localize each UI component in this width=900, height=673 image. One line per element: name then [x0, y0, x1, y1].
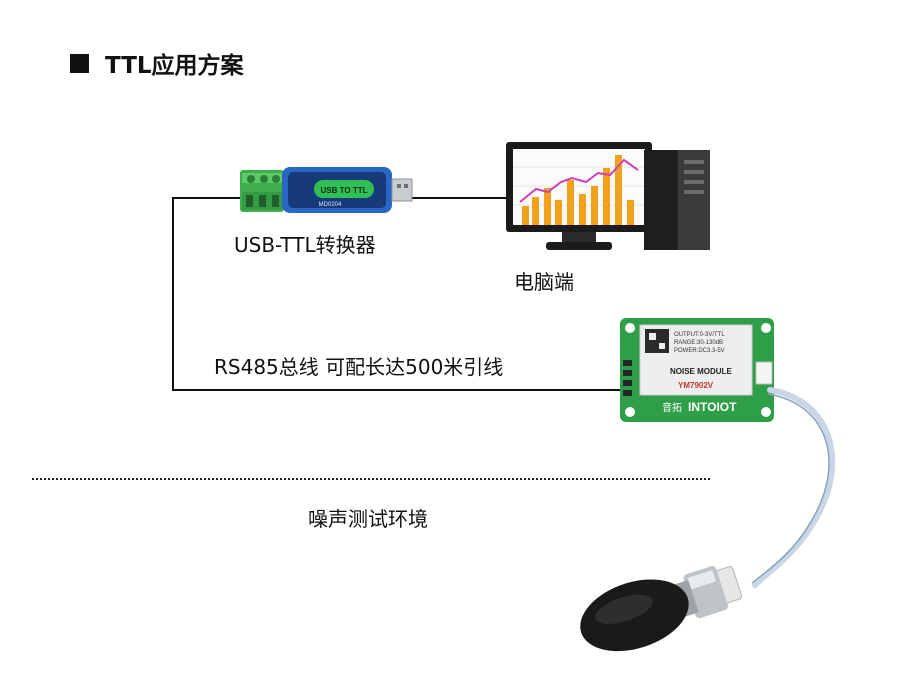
- module-output: OUTPUT:0-3V/TTL: [674, 332, 725, 338]
- title-square-icon: [70, 53, 89, 73]
- bus-label: RS485总线 可配长达500米引线: [214, 355, 504, 379]
- module-name: NOISE MODULE: [670, 367, 732, 376]
- wire-usb-left: [172, 197, 240, 199]
- microphone-cable: [751, 387, 836, 588]
- computer-tower: [644, 150, 710, 250]
- module-power: POWER:DC3.3-5V: [674, 348, 725, 354]
- chart-line: [519, 158, 639, 203]
- computer-label: 电脑端: [514, 270, 574, 294]
- usb-ttl-converter: USB TO TTL MD0204: [240, 167, 413, 213]
- wire-usb-to-pc: [412, 197, 512, 199]
- usb-main-label: USB TO TTL: [321, 186, 368, 195]
- wire-bus: [172, 389, 624, 391]
- wire-vertical: [172, 197, 174, 391]
- module-brand: INTOIOT: [688, 400, 737, 414]
- dotted-divider: [32, 478, 710, 480]
- module-pins: [623, 360, 632, 396]
- microphone: [580, 566, 743, 652]
- noise-module: OUTPUT:0-3V/TTL RANGE:30-130dB POWER:DC3…: [620, 318, 774, 422]
- module-brand-cn: 音拓: [662, 401, 682, 414]
- usb-ttl-label: USB-TTL转换器: [234, 233, 376, 257]
- chart-bars: [522, 155, 634, 225]
- module-range: RANGE:30-130dB: [674, 340, 723, 346]
- computer-monitor: [506, 142, 652, 250]
- title-text: TTL应用方案: [105, 53, 244, 79]
- section-title: TTL应用方案: [70, 46, 244, 80]
- usb-model-label: MD0204: [319, 202, 342, 208]
- module-model: YM7902V: [678, 381, 714, 390]
- environment-label: 噪声测试环境: [308, 507, 428, 531]
